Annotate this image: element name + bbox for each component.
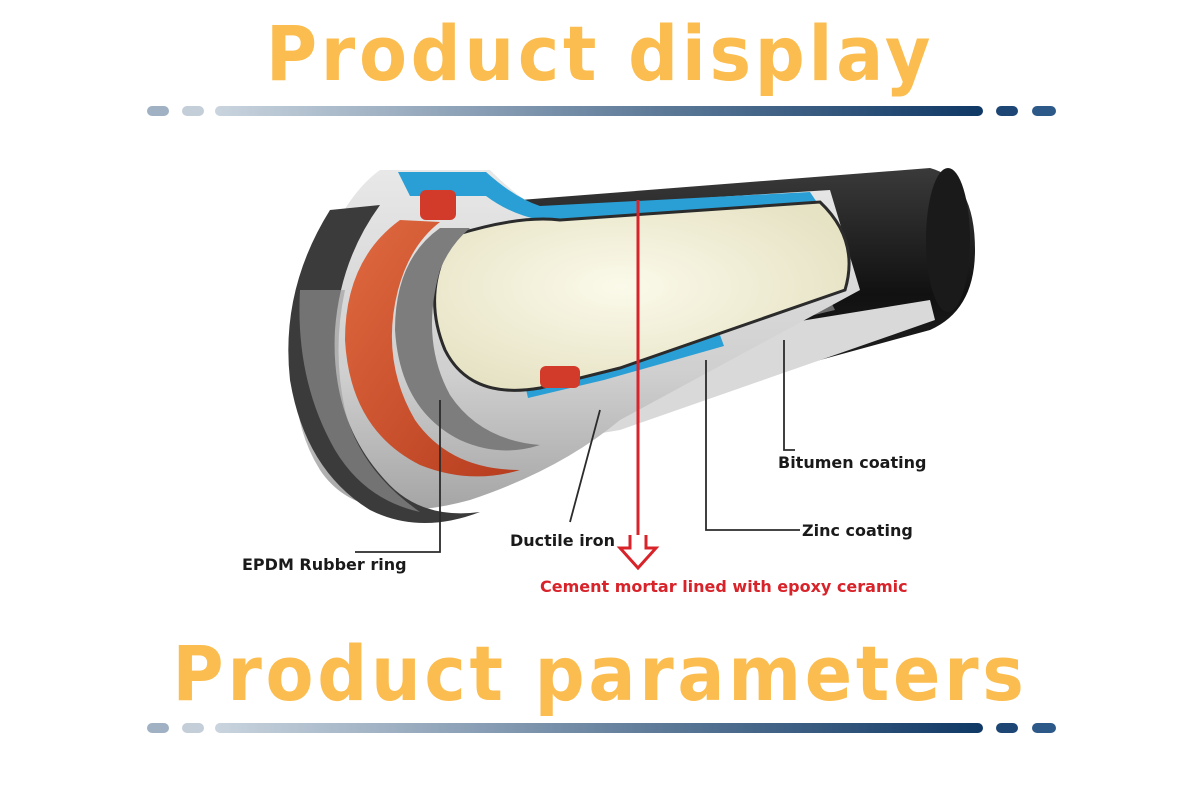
- bitumen-leader: [783, 340, 795, 451]
- inner-grey-ring: [395, 228, 540, 451]
- product-display-heading: Product display: [265, 9, 935, 98]
- zinc-coating-label: Zinc coating: [802, 521, 913, 540]
- pipe-cross-section-diagram: Bitumen coating Zinc coating Ductile iro…: [242, 168, 975, 596]
- zinc-leader: [705, 360, 800, 531]
- cement-lining-arrow: [616, 200, 660, 571]
- rubber-seal-bottom: [540, 366, 580, 388]
- epdm-rubber-ring: [345, 220, 520, 477]
- socket-face: [299, 290, 420, 512]
- rubber-seal-top: [420, 190, 456, 220]
- top-divider: [147, 106, 1056, 116]
- ductile-iron-label: Ductile iron: [510, 531, 615, 550]
- cement-mortar-lining: [433, 200, 851, 392]
- epdm-rubber-ring-label: EPDM Rubber ring: [242, 555, 407, 574]
- bitumen-coating-label: Bitumen coating: [778, 453, 926, 472]
- cement-lining-label: Cement mortar lined with epoxy ceramic: [540, 577, 908, 596]
- bottom-divider: [147, 723, 1056, 733]
- product-parameters-heading: Product parameters: [172, 629, 1028, 718]
- ductile-iron-leader: [569, 409, 601, 523]
- rubber-ring-leader: [355, 400, 441, 553]
